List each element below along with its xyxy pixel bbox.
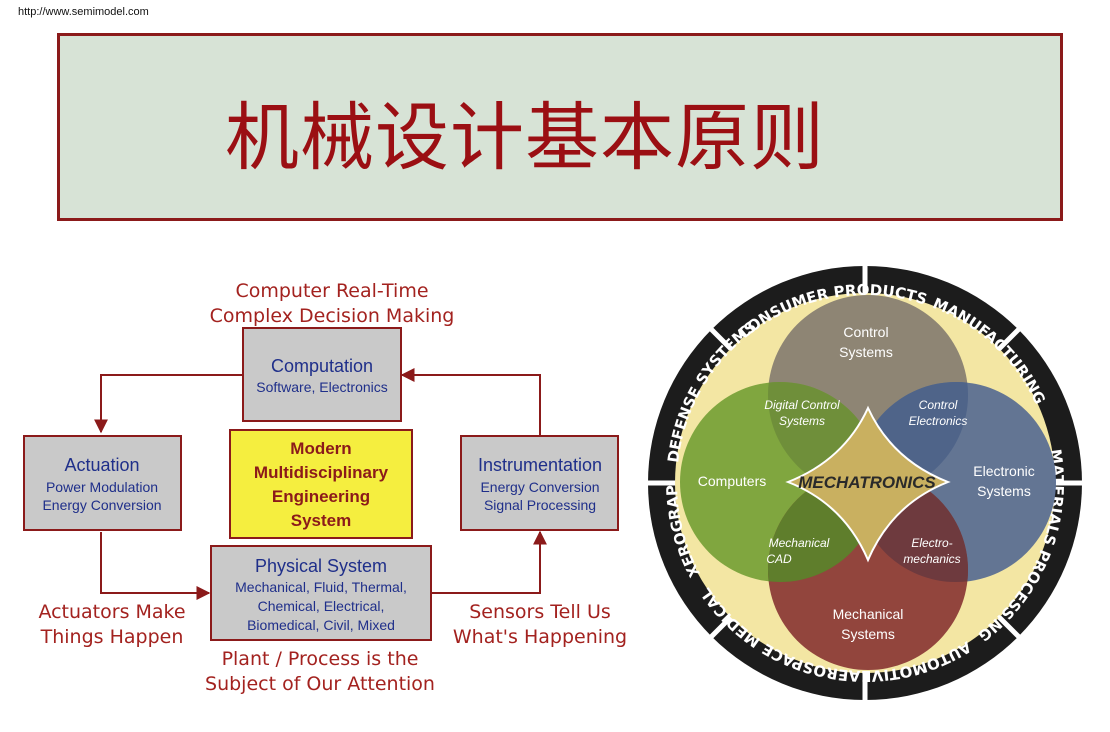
instrumentation-sub-1: Energy Conversion	[480, 479, 599, 495]
page-title: 机械设计基本原则	[225, 95, 825, 181]
mechatronics-label: MECHATRONICS	[798, 473, 936, 492]
mechatronics-wheel: AUTOMOTIVE AEROSPACE MEDICAL XEROGRAPHY …	[648, 266, 1082, 700]
computers-label: Computers	[698, 473, 766, 489]
mechanical-systems-label-1: Mechanical	[833, 606, 904, 622]
mechatronics-center	[785, 405, 951, 563]
note-actuators-2: Things Happen	[40, 626, 184, 648]
mechanical-cad-label-1: Mechanical	[769, 536, 830, 550]
arrow-physical-to-instrumentation	[432, 530, 547, 594]
arrow-instrumentation-to-computation	[400, 368, 541, 435]
center-line-1: Modern	[290, 439, 351, 458]
physical-sub-2: Chemical, Electrical,	[258, 598, 385, 614]
control-electronics-label-2: Electronics	[909, 414, 968, 428]
actuation-box	[23, 435, 182, 531]
control-systems-label-2: Systems	[839, 344, 893, 360]
note-plant-2: Subject of Our Attention	[205, 673, 435, 695]
mechanical-cad-label-2: CAD	[766, 552, 792, 566]
computation-title: Computation	[271, 356, 373, 376]
flow-diagram: Computer Real-Time Complex Decision Maki…	[23, 280, 627, 695]
arrow-actuation-to-physical	[100, 532, 211, 600]
note-decision-making: Complex Decision Making	[210, 305, 455, 327]
control-systems-label-1: Control	[843, 324, 888, 340]
electromechanics-label-1: Electro-	[911, 536, 952, 550]
mechanical-systems-label-2: Systems	[841, 626, 895, 642]
title-banner: 机械设计基本原则	[57, 33, 1063, 221]
electronic-systems-label-2: Systems	[977, 483, 1031, 499]
center-line-4: System	[291, 511, 351, 530]
center-line-2: Multidisciplinary	[254, 463, 389, 482]
physical-system-box	[210, 545, 432, 641]
actuation-sub-1: Power Modulation	[46, 479, 158, 495]
note-sensors-2: What's Happening	[453, 626, 627, 648]
computation-sub: Software, Electronics	[256, 379, 388, 395]
physical-sub-1: Mechanical, Fluid, Thermal,	[235, 579, 407, 595]
computation-box	[242, 327, 402, 422]
electronic-systems-label-1: Electronic	[973, 463, 1034, 479]
digital-control-label-1: Digital Control	[764, 398, 840, 412]
note-actuators-1: Actuators Make	[38, 601, 185, 623]
note-sensors-1: Sensors Tell Us	[469, 601, 611, 623]
control-electronics-label-1: Control	[919, 398, 958, 412]
digital-control-label-2: Systems	[779, 414, 825, 428]
modern-system-box	[229, 429, 413, 539]
physical-title: Physical System	[255, 556, 387, 576]
center-line-3: Engineering	[272, 487, 370, 506]
note-computer-realtime: Computer Real-Time	[235, 280, 428, 302]
source-url: http://www.semimodel.com	[18, 6, 149, 18]
instrumentation-title: Instrumentation	[478, 455, 602, 475]
instrumentation-sub-2: Signal Processing	[484, 497, 596, 513]
note-plant-1: Plant / Process is the	[222, 648, 419, 670]
actuation-sub-2: Energy Conversion	[42, 497, 161, 513]
physical-sub-3: Biomedical, Civil, Mixed	[247, 617, 395, 633]
actuation-title: Actuation	[64, 455, 139, 475]
instrumentation-box	[460, 435, 619, 531]
electromechanics-label-2: mechanics	[903, 552, 960, 566]
arrow-computation-to-actuation	[94, 374, 243, 434]
